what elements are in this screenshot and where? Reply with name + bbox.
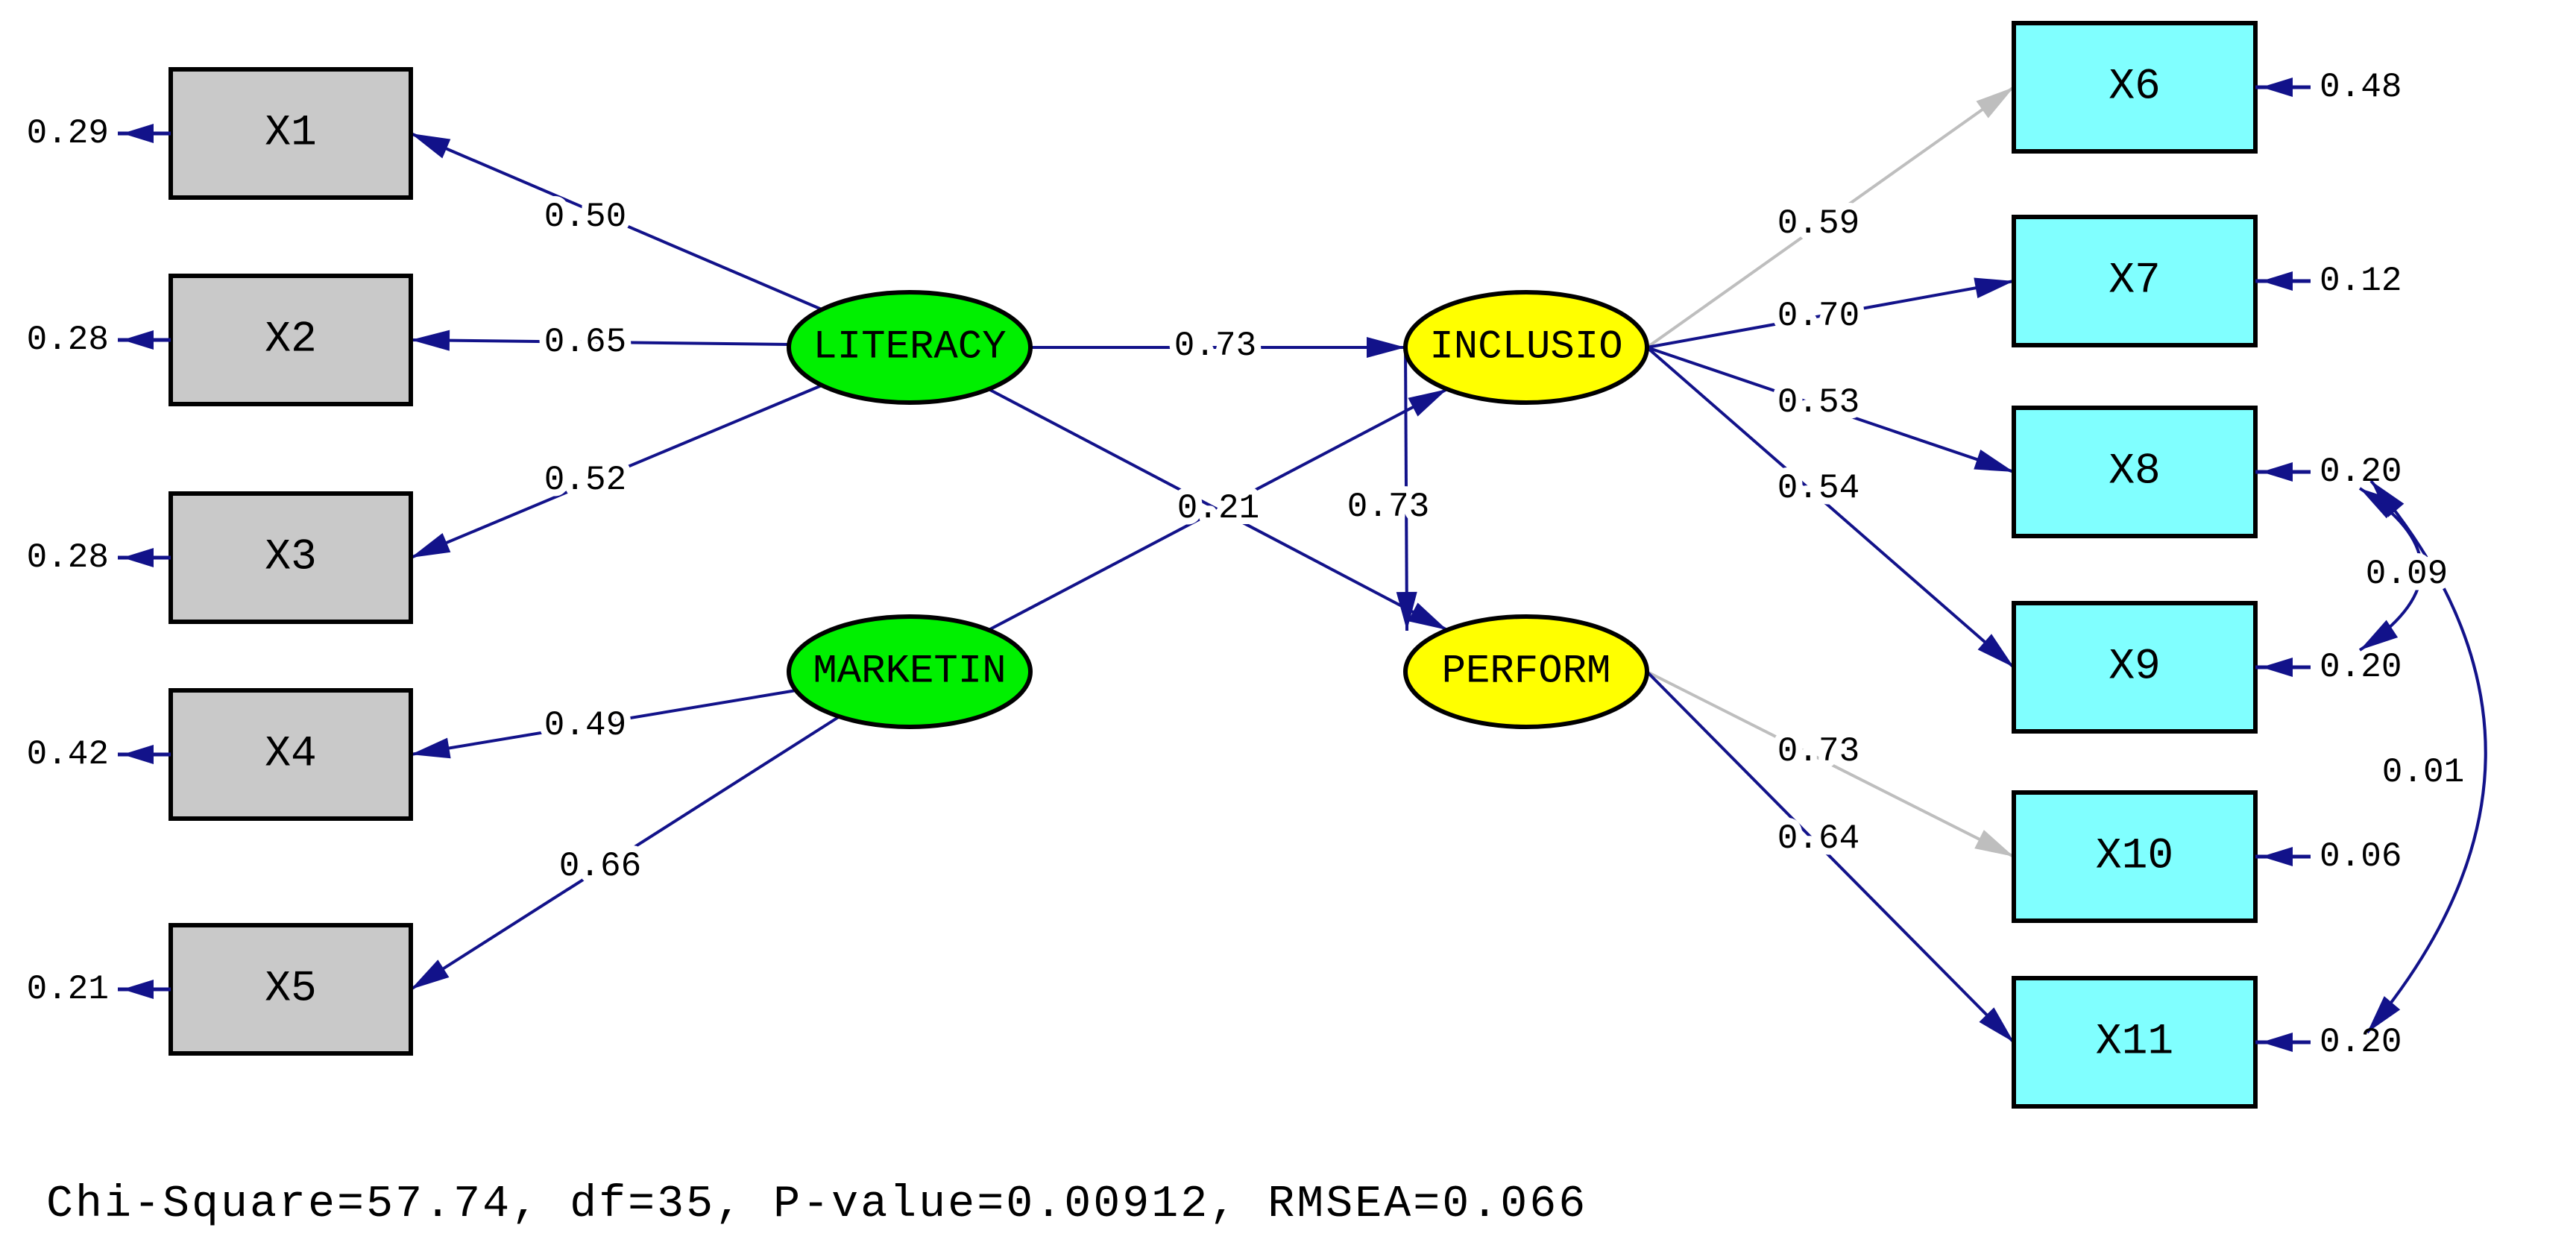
path-PERFORM-X10 [1646,670,2015,858]
latent-label-MARKETIN: MARKETIN [813,649,1006,695]
latent-label-INCLUSIO: INCLUSIO [1429,325,1622,371]
covariance-value-X8-X11: 0.01 [2382,753,2464,792]
observed-variable-X6 [2012,21,2258,154]
observed-label-X8: X8 [2109,448,2161,497]
covariance-arrowhead-X8 [2371,481,2405,517]
path-coefficient-LITERACY-X3: 0.52 [544,461,626,500]
path-coefficient-MARKETIN-X5: 0.66 [559,847,641,886]
path-LITERACY-X3 [410,384,822,559]
error-value-X10: 0.06 [2320,837,2402,876]
error-value-X6: 0.48 [2320,68,2402,107]
latent-variable-INCLUSIO [1403,290,1649,405]
observed-label-X7: X7 [2109,257,2161,306]
arrowhead-INCLUSIO-X6 [1976,87,2014,119]
covariance-X8-X11 [2366,479,2487,1034]
path-LITERACY-X2 [410,338,790,346]
observed-variable-X1 [169,67,413,200]
path-coefficient-LITERACY-X1: 0.50 [544,198,626,236]
observed-label-X6: X6 [2109,63,2161,112]
latent-variable-LITERACY [787,290,1033,405]
error-arrowhead-X2 [122,330,154,350]
error-arrowhead-X5 [122,980,154,999]
path-coefficient-INCLUSIO-X6: 0.59 [1777,204,1859,243]
error-arrowhead-X7 [2261,271,2293,291]
arrowhead-LITERACY-INCLUSIO [1367,337,1405,358]
arrowhead-MARKETIN-INCLUSIO [1408,389,1447,417]
error-arrowhead-X4 [122,745,154,764]
error-arrowhead-X1 [122,124,154,143]
error-value-X7: 0.12 [2320,262,2402,300]
observed-label-X11: X11 [2096,1018,2173,1067]
arrowhead-INCLUSIO-X8 [1974,450,2014,472]
arrowhead-LITERACY-PERFORM [1408,602,1447,630]
path-MARKETIN-X4 [410,689,797,756]
arrowhead-MARKETIN-X4 [411,737,451,759]
observed-variable-X5 [169,923,413,1056]
covariance-arrowhead-X11 [2367,996,2401,1033]
path-coefficient-INCLUSIO-X9: 0.54 [1777,469,1859,508]
path-LITERACY-X1 [410,132,822,311]
path-INCLUSIO-X6 [1646,86,2015,349]
fit-statistics: Chi-Square=57.74, df=35, P-value=0.00912… [46,1179,1588,1230]
observed-label-X10: X10 [2096,833,2173,881]
covariance-arrowhead-X9 [2360,620,2399,650]
error-value-X1: 0.29 [27,114,109,153]
path-coefficient-INCLUSIO-PERFORM: 0.73 [1347,488,1429,526]
path-LITERACY-PERFORM [988,388,1448,631]
error-arrowhead-X3 [122,548,154,567]
arrowhead-INCLUSIO-X9 [1977,634,2014,667]
path-coefficient-LITERACY-X2: 0.65 [544,323,626,362]
observed-variable-X11 [2012,976,2258,1109]
latent-label-PERFORM: PERFORM [1442,649,1611,695]
arrowhead-INCLUSIO-PERFORM [1396,591,1417,631]
covariance-value-X8-X9: 0.09 [2366,555,2448,593]
observed-label-X3: X3 [265,534,317,582]
observed-label-X1: X1 [265,110,317,158]
error-value-X2: 0.28 [27,321,109,359]
arrowhead-PERFORM-X11 [1979,1007,2014,1042]
observed-variable-X3 [169,491,413,624]
path-coefficient-PERFORM-X11: 0.64 [1777,819,1859,858]
path-INCLUSIO-X7 [1646,280,2015,349]
path-coefficient-INCLUSIO-X8: 0.53 [1777,383,1859,422]
latent-variable-MARKETIN [787,614,1033,729]
arrowhead-MARKETIN-X5 [411,959,450,989]
error-arrowhead-X10 [2261,847,2293,866]
arrowhead-LITERACY-X1 [411,133,451,159]
error-arrowhead-X8 [2261,462,2293,482]
error-value-X3: 0.28 [27,538,109,577]
path-coefficient-MARKETIN-X4: 0.49 [544,706,626,745]
path-MARKETIN-X5 [409,715,841,991]
arrowhead-LITERACY-X2 [411,330,450,351]
observed-variable-X7 [2012,215,2258,347]
path-INCLUSIO-X8 [1646,346,2015,473]
observed-variable-X9 [2012,601,2258,734]
observed-label-X5: X5 [265,965,317,1014]
path-coefficient-LITERACY-INCLUSIO: 0.73 [1174,327,1256,365]
observed-label-X9: X9 [2109,643,2161,692]
path-PERFORM-X11 [1646,670,2015,1044]
error-value-X9: 0.20 [2320,648,2402,687]
arrowhead-PERFORM-X10 [1974,830,2014,857]
arrowhead-LITERACY-X3 [411,532,451,558]
path-coefficient-MARKETIN-INCLUSIO: 0.21 [1177,489,1259,528]
observed-variable-X4 [169,688,413,821]
error-value-X11: 0.20 [2320,1023,2402,1062]
path-INCLUSIO-X9 [1646,346,2015,669]
arrowhead-INCLUSIO-X7 [1974,277,2014,299]
path-INCLUSIO-PERFORM [1404,347,1408,631]
error-value-X8: 0.20 [2320,453,2402,491]
observed-label-X2: X2 [265,316,317,365]
path-coefficient-PERFORM-X10: 0.73 [1777,732,1859,771]
error-arrowhead-X6 [2261,78,2293,97]
observed-label-X4: X4 [265,731,317,779]
error-arrowhead-X11 [2261,1033,2293,1052]
error-value-X5: 0.21 [27,970,109,1009]
latent-label-LITERACY: LITERACY [813,325,1006,371]
error-value-X4: 0.42 [27,735,109,774]
latent-variable-PERFORM [1403,614,1649,729]
path-coefficient-INCLUSIO-X7: 0.70 [1777,297,1859,335]
error-arrowhead-X9 [2261,658,2293,677]
